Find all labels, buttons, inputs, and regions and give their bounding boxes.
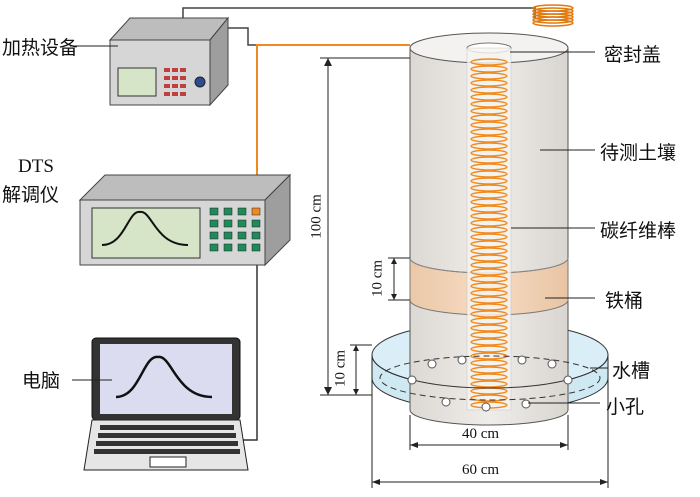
label-dts-1: DTS [18, 156, 54, 177]
fiber-turn [470, 261, 508, 269]
label-heater: 加热设备 [2, 37, 79, 59]
fiber-turn [470, 373, 508, 381]
label-iron-bucket: 铁桶 [605, 290, 644, 312]
fiber-turn [470, 275, 508, 283]
heater-device [108, 16, 230, 107]
fiber-turn [470, 324, 508, 332]
label-dts-2: 解调仪 [2, 184, 60, 206]
dim-inner-diameter: 40 cm [462, 426, 500, 442]
soil-cylinder [409, 32, 569, 426]
dts-curve [101, 211, 189, 246]
label-seal-cover: 密封盖 [604, 44, 662, 66]
fiber-turn [470, 289, 508, 297]
dts-fiber [256, 44, 410, 205]
fiber-turn [470, 212, 508, 220]
dimension-lines [70, 45, 609, 488]
label-water-tank: 水槽 [612, 360, 651, 382]
label-small-hole: 小孔 [606, 396, 645, 418]
fiber-turn [470, 247, 508, 255]
label-soil: 待测土壤 [600, 142, 677, 164]
fiber-turn [470, 359, 508, 367]
fiber-turn [470, 170, 508, 178]
heater-wire-2 [216, 27, 410, 46]
dim-total-height: 100 cm [308, 194, 325, 239]
fiber-turn [470, 198, 508, 206]
fiber-turn [470, 366, 508, 374]
small-holes [407, 355, 573, 412]
coil-icon [532, 4, 574, 27]
fiber-turn [470, 93, 508, 101]
fiber-turn [470, 86, 508, 94]
fiber-turn [470, 135, 508, 143]
dimension-arrows [324, 58, 608, 485]
dim-outer-diameter: 60 cm [462, 462, 500, 478]
fiber-turn [470, 226, 508, 234]
fiber-turn [470, 156, 508, 164]
label-carbon-rod: 碳纤维棒 [600, 220, 677, 242]
fiber-turn [470, 58, 508, 66]
fiber-turn [470, 177, 508, 185]
fiber-spiral [470, 58, 508, 409]
dim-tank-height: 10 cm [332, 349, 349, 388]
fiber-turn [470, 254, 508, 262]
fiber-turn [470, 282, 508, 290]
fiber-turn [470, 128, 508, 136]
fiber-turn [470, 394, 508, 402]
laptop [83, 337, 249, 471]
fiber-turn [470, 65, 508, 73]
fiber-turn [470, 380, 508, 388]
fiber-turn [470, 79, 508, 87]
fiber-turn [470, 303, 508, 311]
water-tank-front [371, 354, 609, 412]
fiber-turn [470, 219, 508, 227]
fiber-turn [470, 142, 508, 150]
fiber-turn [470, 191, 508, 199]
fiber-turn [470, 345, 508, 353]
fiber-turn [470, 72, 508, 80]
heater-wire [182, 7, 536, 18]
fiber-turn [470, 310, 508, 318]
fiber-turn [470, 317, 508, 325]
fiber-turn [470, 331, 508, 339]
label-computer: 电脑 [22, 370, 61, 392]
fiber-turn [470, 338, 508, 346]
fiber-turn [470, 121, 508, 129]
fiber-turn [470, 107, 508, 115]
fiber-turn [470, 184, 508, 192]
fiber-turn [470, 240, 508, 248]
dts-pc-cable [240, 262, 258, 441]
dts-device [78, 173, 292, 267]
fiber-turn [470, 233, 508, 241]
dim-iron-band: 10 cm [369, 259, 386, 298]
fiber-turn [470, 268, 508, 276]
fiber-turn [470, 149, 508, 157]
fiber-turn [470, 205, 508, 213]
fiber-turn [470, 163, 508, 171]
fiber-turn [470, 114, 508, 122]
fiber-turn [470, 296, 508, 304]
pc-curve [115, 355, 213, 399]
fiber-turn [470, 100, 508, 108]
